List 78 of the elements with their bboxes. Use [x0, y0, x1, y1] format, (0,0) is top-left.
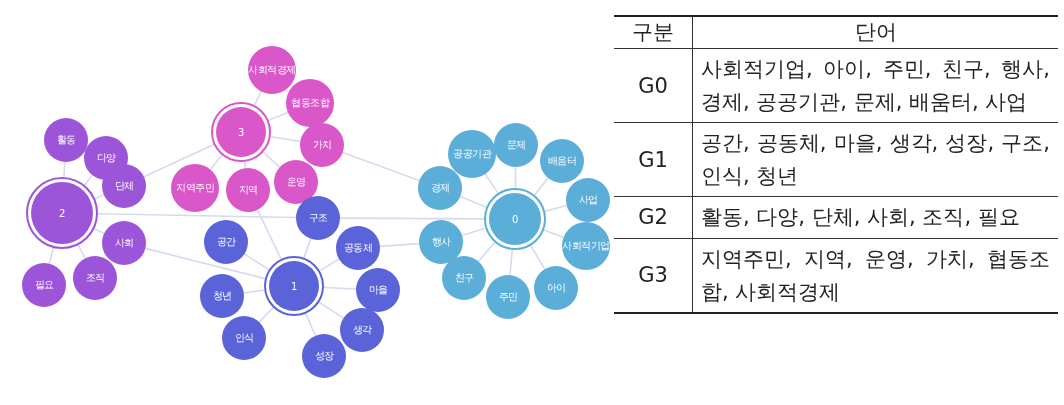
group-cell: G0 — [614, 48, 693, 123]
connector-line — [258, 306, 274, 323]
connector-line — [243, 289, 266, 294]
word-circle: 행사 — [419, 220, 463, 264]
word-circle: 지역 — [226, 168, 270, 212]
connector-line — [341, 151, 421, 182]
connector-line — [484, 173, 499, 194]
connector-line — [243, 253, 270, 271]
connector-line — [144, 247, 266, 280]
connector-line — [477, 241, 496, 263]
connector-line — [319, 258, 340, 272]
cluster-circle: 2 — [26, 177, 98, 249]
connector-line — [533, 177, 549, 196]
cluster-circle: 0 — [484, 188, 546, 250]
connector-line — [63, 161, 66, 178]
word-circle: 사회적기업 — [562, 222, 610, 270]
connector-line — [514, 166, 517, 189]
word-circle: 협동조합 — [286, 79, 334, 127]
word-list-cell: 활동, 다양, 단체, 사회, 조직, 필요 — [692, 197, 1058, 239]
connector-line — [305, 312, 317, 337]
word-circle: 주민 — [486, 275, 530, 319]
word-circle: 공동체 — [336, 226, 380, 270]
word-circle: 문제 — [494, 123, 538, 167]
word-circle: 친구 — [442, 256, 486, 300]
word-circle: 마을 — [356, 268, 400, 312]
word-circle: 사회 — [102, 221, 146, 265]
header-cell: 단어 — [692, 16, 1058, 49]
word-circle: 배움터 — [540, 139, 584, 183]
word-circle: 사회적경제 — [248, 46, 296, 94]
word-circle: 필요 — [22, 263, 66, 307]
connector-line — [461, 227, 487, 237]
word-circle: 공공기관 — [448, 130, 496, 178]
connector-line — [143, 143, 215, 178]
connector-line — [379, 242, 420, 248]
word-circle: 공간 — [204, 220, 248, 264]
connector-line — [303, 237, 312, 259]
cluster-circle: 3 — [211, 102, 271, 162]
connector-line — [253, 90, 263, 106]
connector-line — [267, 111, 289, 122]
word-circle: 운영 — [274, 160, 318, 204]
connector-line — [530, 244, 546, 270]
connector-line — [339, 217, 485, 220]
connector-line — [93, 227, 105, 235]
connector-line — [256, 209, 282, 260]
word-circle: 지역주민 — [171, 164, 219, 212]
word-list-cell: 지역주민, 지역, 운영, 가치, 협동조합, 사회적경제 — [692, 238, 1058, 314]
connector-line — [262, 151, 281, 168]
word-circle: 조직 — [73, 256, 117, 300]
connector-line — [459, 195, 488, 208]
word-circle: 생각 — [340, 308, 384, 352]
connector-line — [544, 204, 568, 212]
word-circle: 활동 — [44, 118, 88, 162]
word-circle: 사업 — [566, 178, 610, 222]
word-circle: 경제 — [418, 166, 462, 210]
word-list-cell: 사회적기업, 아이, 주민, 친구, 행사, 경제, 공공기관, 문제, 배움터, 사업 — [692, 48, 1058, 123]
word-circle: 가치 — [300, 123, 344, 167]
connector-line — [97, 212, 297, 219]
connector-line — [209, 154, 223, 171]
word-circle: 구조 — [296, 196, 340, 240]
connector-line — [269, 135, 302, 143]
connector-line — [83, 174, 94, 186]
group-cell: G1 — [614, 122, 693, 197]
header-cell: 구분 — [614, 16, 693, 49]
group-cell: G2 — [614, 197, 693, 239]
connector-line — [323, 286, 357, 290]
connector-line — [509, 249, 514, 276]
word-circle: 아이 — [534, 266, 578, 310]
word-circle: 단체 — [102, 164, 146, 208]
connector-line — [318, 301, 345, 319]
word-list-cell: 공간, 공동체, 마을, 생각, 성장, 구조, 인식, 청년 — [692, 122, 1058, 197]
connector-line — [243, 161, 247, 169]
connector-line — [94, 194, 105, 200]
word-circle: 청년 — [200, 274, 244, 318]
word-circle: 성장 — [302, 334, 346, 378]
word-circle: 인식 — [222, 316, 266, 360]
group-cell: G3 — [614, 238, 693, 314]
connector-line — [543, 229, 565, 239]
cluster-circle: 1 — [264, 256, 324, 316]
